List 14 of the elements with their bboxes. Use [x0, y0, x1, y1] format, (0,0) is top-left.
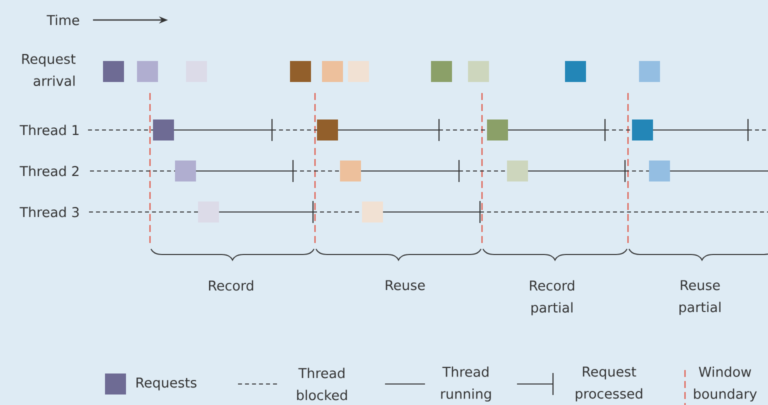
thread-label: Thread 2 [20, 166, 78, 176]
thread-label: Thread 3 [20, 206, 79, 218]
phase-label: Reuse partial [680, 280, 720, 315]
row-label: Request arrival [22, 54, 76, 86]
legend-label: Requests [136, 378, 196, 390]
thread-label: Thread 1 [20, 124, 79, 136]
legend-label: Thread running [441, 366, 491, 402]
phase-label: Record partial [530, 280, 574, 316]
legend-label: Thread blocked [297, 368, 347, 400]
axis-label: Time [46, 14, 80, 26]
phase-label: Record [209, 280, 254, 291]
legend-label: Request processed [576, 366, 642, 402]
legend-label: Window boundary [694, 366, 757, 402]
phase-label: Reuse [386, 280, 425, 290]
